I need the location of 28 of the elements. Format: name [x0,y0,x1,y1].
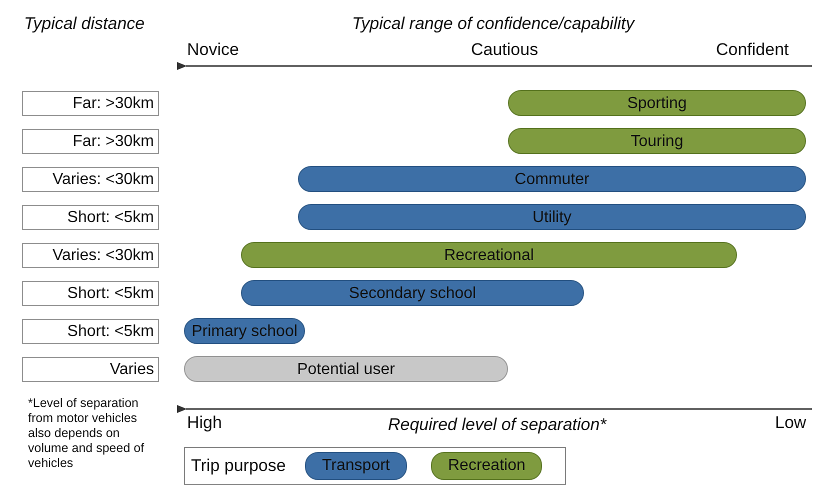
distance-box: Far: >30km [22,129,159,154]
range-bar: Sporting [508,90,806,116]
axis-label: Low [775,413,806,433]
legend-swatch: Transport [305,452,407,480]
distance-box: Varies: <30km [22,243,159,268]
range-bar: Potential user [184,356,508,382]
legend-title: Trip purpose [191,456,286,476]
axis-label: Cautious [471,40,538,60]
axis-title: Required level of separation* [388,415,606,435]
axis-label: High [187,413,222,433]
range-bar: Secondary school [241,280,584,306]
distance-box: Varies [22,357,159,382]
column-heading: Typical distance [24,14,145,34]
legend-swatch: Recreation [431,452,542,480]
range-bar: Recreational [241,242,737,268]
range-bar: Commuter [298,166,806,192]
range-bar: Touring [508,128,806,154]
footnote: *Level of separation from motor vehicles also depends on volume and speed of vehicles [28,396,146,471]
range-bar: Primary school [184,318,305,344]
distance-box: Short: <5km [22,281,159,306]
distance-box: Far: >30km [22,91,159,116]
distance-box: Varies: <30km [22,167,159,192]
axis-label: Novice [187,40,239,60]
range-bar: Utility [298,204,806,230]
distance-box: Short: <5km [22,319,159,344]
distance-box: Short: <5km [22,205,159,230]
axis-title: Typical range of confidence/capability [352,14,634,34]
axis-label: Confident [716,40,789,60]
